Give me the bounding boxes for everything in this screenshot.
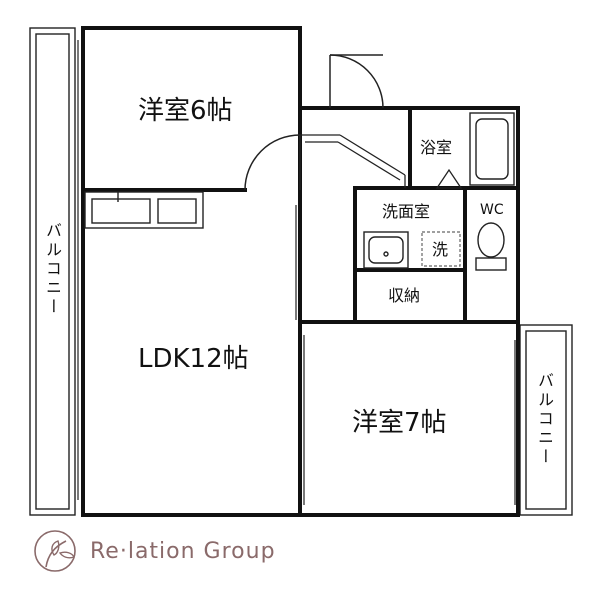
room-label-washer: 洗 <box>432 240 449 259</box>
brand-name: Re·lation Group <box>90 539 276 564</box>
room-label-storage: 収納 <box>388 286 421 305</box>
toilet-icon <box>475 222 507 271</box>
washer-space <box>421 231 461 267</box>
room-label-wc: WC <box>480 202 504 218</box>
balcony-left <box>29 27 76 516</box>
room-label-washroom: 洗面室 <box>382 202 431 221</box>
room-label-balcony-left: バルコニー <box>43 222 62 317</box>
sliding-doors <box>77 40 516 505</box>
room-label-bath: 浴室 <box>420 138 453 157</box>
leaf-logo-icon <box>34 530 76 572</box>
bath-door-icon <box>435 168 463 189</box>
door-room6 <box>244 134 301 191</box>
room-label-western-6: 洋室6帖 <box>138 96 233 126</box>
wash-basin-icon <box>363 231 409 269</box>
bathtub-icon <box>469 112 515 186</box>
room-label-ldk: LDK12帖 <box>138 344 249 374</box>
kitchen-counter <box>84 191 204 229</box>
brand-logo: Re·lation Group <box>32 525 292 577</box>
entry-door <box>329 54 384 109</box>
hallway-lines <box>300 134 406 188</box>
room-label-western-7: 洋室7帖 <box>352 408 447 438</box>
room-label-balcony-right: バルコニー <box>535 372 554 467</box>
